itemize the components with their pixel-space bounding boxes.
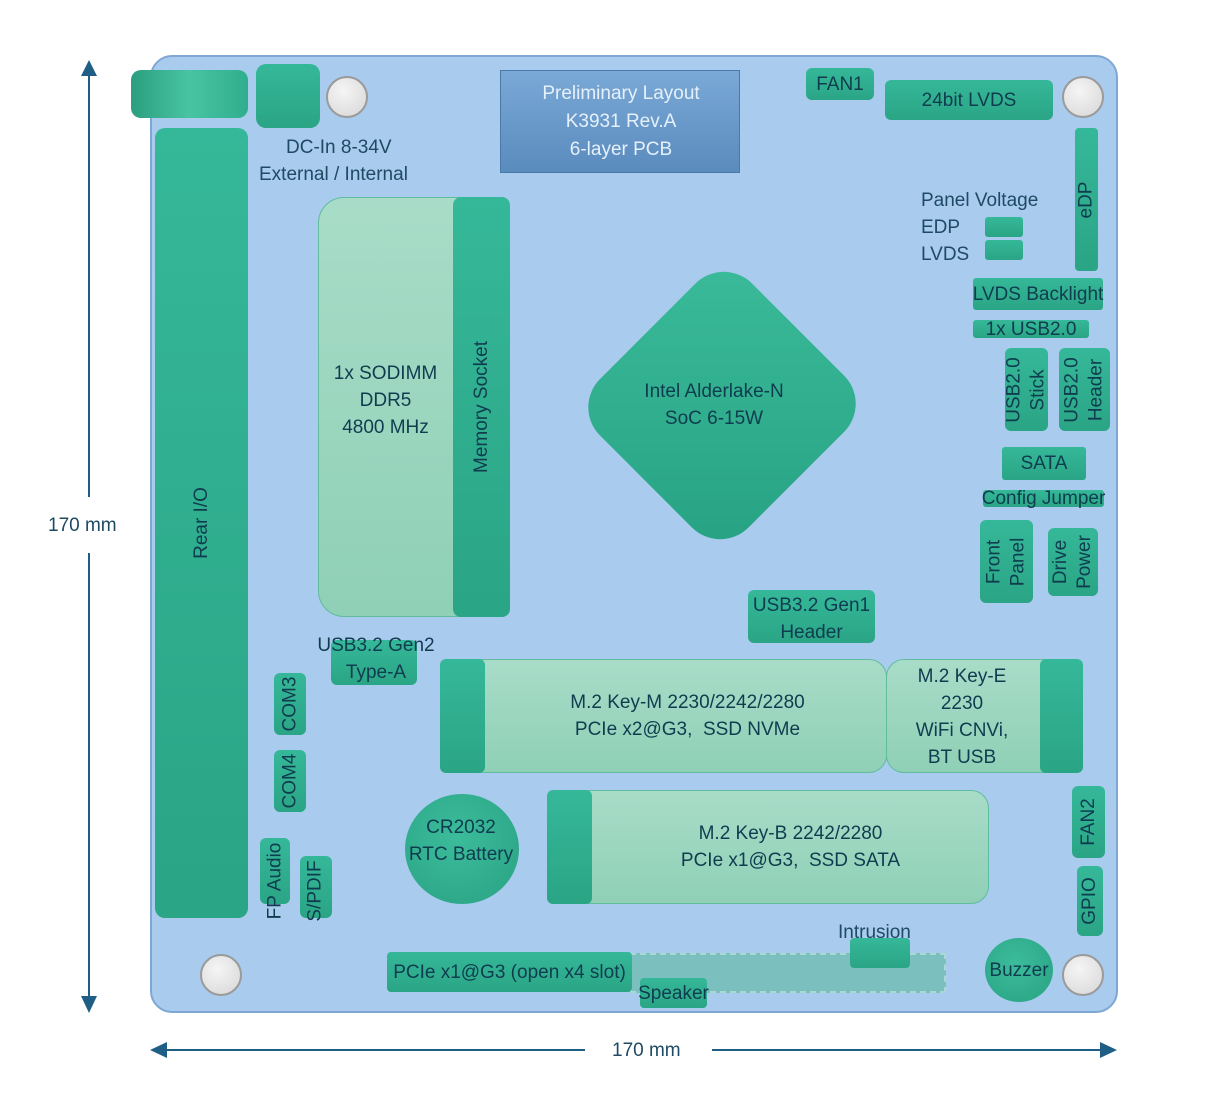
pv-edp-label: EDP xyxy=(921,217,961,238)
drive-power-connector: Drive Power xyxy=(1048,528,1098,596)
dc-in-label: DC-In 8-34V xyxy=(286,137,392,158)
com4-label: COM4 xyxy=(279,753,300,809)
com3-header: COM3 xyxy=(274,673,306,735)
lvds-backlight-connector: LVDS Backlight xyxy=(973,278,1103,310)
m2-key-b-slot xyxy=(547,790,989,904)
height-dimension: 170 mm xyxy=(0,0,140,1030)
drive-power-label: Drive Power xyxy=(1050,535,1096,589)
usb20-stick-connector: USB2.0 Stick xyxy=(1003,348,1049,431)
sodimm-line-3: 4800 MHz xyxy=(342,417,429,438)
front-panel-header: Front Panel xyxy=(980,520,1033,603)
usb20-header-label: USB2.0 Header xyxy=(1061,356,1107,423)
pv-lvds-jumper xyxy=(985,240,1023,260)
soc-line-2: SoC 6-15W xyxy=(664,408,764,429)
width-arrow-icon xyxy=(150,1042,1117,1058)
spdif-label: S/PDIF xyxy=(305,860,327,922)
gpio-header: GPIO xyxy=(1077,866,1103,936)
m2-key-b-line-1: M.2 Key-B 2242/2280 xyxy=(698,823,883,844)
cr2032-line-2: RTC Battery xyxy=(408,844,514,865)
speaker-label: Speaker xyxy=(638,982,709,1004)
sata-label: SATA xyxy=(1020,453,1068,474)
memory-socket-label: Memory Socket xyxy=(470,341,492,473)
lvds-24bit-label: 24bit LVDS xyxy=(921,89,1017,111)
buzzer-label: Buzzer xyxy=(989,959,1049,981)
m2-key-b-connector xyxy=(547,790,592,904)
usb32-gen1-header xyxy=(748,590,875,643)
mounting-hole-icon xyxy=(326,76,368,118)
m2-key-e-line-1: M.2 Key-E xyxy=(917,666,1007,687)
sodimm-line-1: 1x SODIMM xyxy=(333,363,438,384)
fan1-header: FAN1 xyxy=(806,68,874,100)
dc-in-connector xyxy=(256,64,320,128)
width-dimension: 170 mm xyxy=(140,1030,1130,1070)
config-jumper-label: Config Jumper xyxy=(981,488,1106,509)
spdif-header: S/PDIF xyxy=(300,856,332,922)
usb20-stick-label: USB2.0 Stick xyxy=(1003,356,1049,423)
usb20-1x-header: 1x USB2.0 xyxy=(973,319,1089,340)
front-panel-label: Front Panel xyxy=(983,537,1029,586)
title-box: Preliminary Layout K3931 Rev.A 6-layer P… xyxy=(500,70,740,173)
usb32-gen2-line-1: USB3.2 Gen2 xyxy=(317,635,435,656)
m2-key-e-connector xyxy=(1040,659,1083,773)
fp-audio-header: FP Audio xyxy=(260,838,290,919)
lvds-backlight-label: LVDS Backlight xyxy=(972,283,1104,305)
com4-header: COM4 xyxy=(274,750,306,812)
width-label: 170 mm xyxy=(612,1040,681,1061)
rear-io-label: Rear I/O xyxy=(190,487,212,559)
title-line-3: 6-layer PCB xyxy=(569,139,673,160)
fp-audio-label: FP Audio xyxy=(264,842,286,920)
speaker-header: Speaker xyxy=(638,978,709,1008)
title-line-1: Preliminary Layout xyxy=(542,83,700,104)
usb20-header-connector: USB2.0 Header xyxy=(1059,348,1110,431)
mounting-hole-icon xyxy=(200,954,242,996)
soc-line-1: Intel Alderlake-N xyxy=(644,381,784,402)
intrusion-label: Intrusion xyxy=(838,922,911,943)
usb32-gen1-line-1: USB3.2 Gen1 xyxy=(752,595,871,616)
gpio-label: GPIO xyxy=(1079,877,1101,925)
memory-socket: Memory Socket xyxy=(453,197,510,617)
mounting-hole-icon xyxy=(1062,954,1104,996)
m2-key-m-connector xyxy=(440,659,485,773)
fan2-header: FAN2 xyxy=(1072,786,1105,858)
edp-label: eDP xyxy=(1075,181,1097,218)
m2-key-e-line-4: BT USB xyxy=(927,747,997,768)
m2-key-e-line-2: 2230 xyxy=(940,693,984,714)
m2-key-m-line-1: M.2 Key-M 2230/2242/2280 xyxy=(570,692,805,713)
pv-lvds-label: LVDS xyxy=(921,244,970,265)
pv-edp-jumper xyxy=(985,217,1023,237)
m2-key-b-line-2: PCIe x1@G3, SSD SATA xyxy=(680,850,901,871)
m2-key-m-line-2: PCIe x2@G3, SSD NVMe xyxy=(574,719,801,740)
title-line-2: K3931 Rev.A xyxy=(565,111,677,132)
mounting-hole-icon xyxy=(1062,76,1104,118)
sata-connector: SATA xyxy=(1002,447,1086,480)
height-label: 170 mm xyxy=(48,515,117,536)
usb32-gen1-line-2: Header xyxy=(780,622,843,643)
usb32-gen2-connector xyxy=(331,640,417,685)
usb20-1x-label: 1x USB2.0 xyxy=(985,318,1077,340)
panel-voltage-label: Panel Voltage xyxy=(921,190,1039,211)
fan1-label: FAN1 xyxy=(816,73,864,95)
intrusion-header xyxy=(850,938,910,968)
fan2-label: FAN2 xyxy=(1077,798,1099,846)
sodimm-line-2: DDR5 xyxy=(359,390,412,411)
usb32-gen2-line-2: Type-A xyxy=(345,662,407,683)
pcie-slot: PCIe x1@G3 (open x4 slot) xyxy=(387,952,632,992)
pcie-label: PCIe x1@G3 (open x4 slot) xyxy=(393,961,626,983)
cr2032-battery xyxy=(405,794,519,904)
config-jumper: Config Jumper xyxy=(982,488,1106,509)
edp-connector: eDP xyxy=(1075,128,1098,271)
rear-io-panel: Rear I/O xyxy=(155,128,248,918)
dc-in-sublabel: External / Internal xyxy=(259,164,408,185)
com3-label: COM3 xyxy=(279,676,300,732)
cr2032-line-1: CR2032 xyxy=(426,817,496,838)
lvds-24bit-connector: 24bit LVDS xyxy=(885,80,1053,120)
dc-jack-icon xyxy=(131,70,248,118)
height-arrow-icon xyxy=(81,60,97,1013)
buzzer: Buzzer xyxy=(985,938,1053,1002)
m2-key-e-line-3: WiFi CNVi, xyxy=(915,720,1009,741)
m2-key-m-slot xyxy=(440,659,887,773)
